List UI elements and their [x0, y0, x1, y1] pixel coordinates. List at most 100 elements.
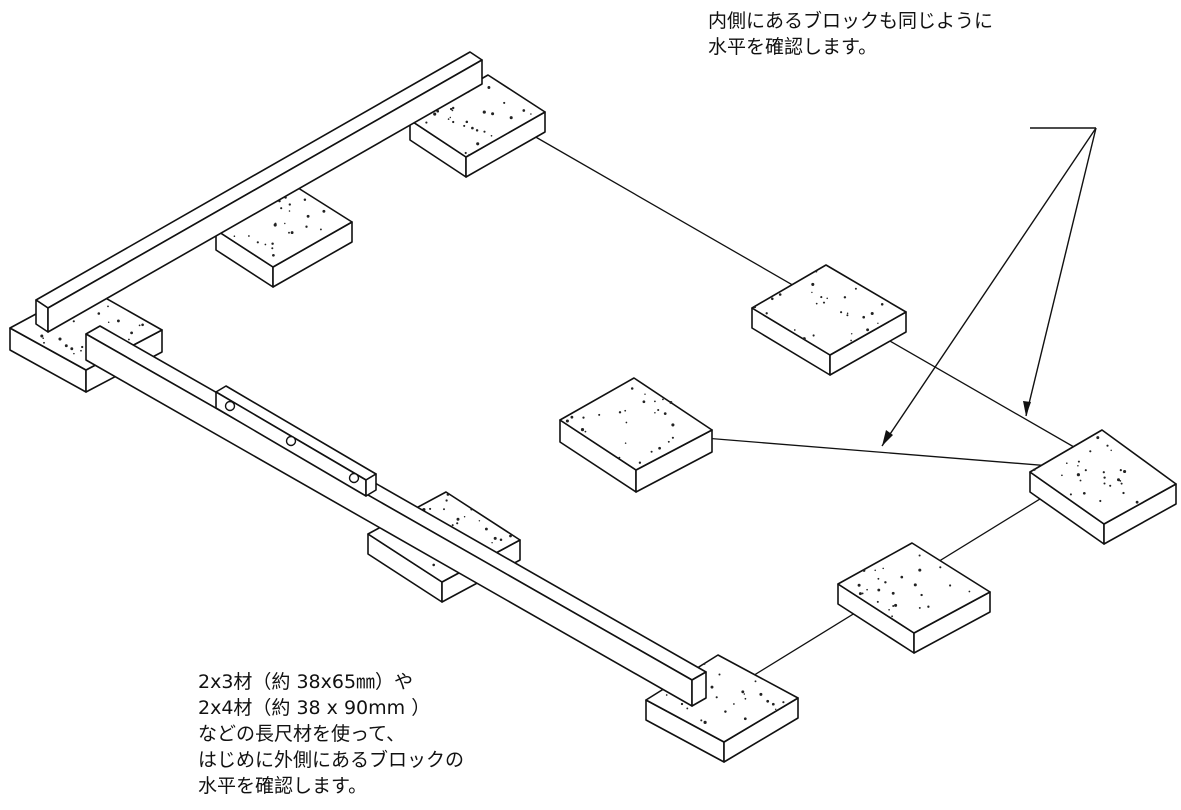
arrowhead-back — [1023, 401, 1031, 416]
long-board-back — [35, 51, 483, 333]
concrete-speck — [1077, 460, 1080, 463]
concrete-speck — [861, 592, 864, 595]
concrete-speck — [451, 109, 454, 112]
concrete-speck — [471, 126, 474, 130]
concrete-speck — [598, 413, 601, 416]
concrete-speck — [1102, 471, 1105, 474]
block-right-front — [837, 542, 991, 654]
concrete-speck — [446, 493, 450, 496]
concrete-speck — [1099, 499, 1102, 503]
concrete-speck — [782, 701, 785, 704]
concrete-speck — [443, 508, 445, 511]
concrete-speck — [815, 270, 818, 273]
concrete-speck — [913, 583, 917, 587]
caption-outer-blocks: 2x3材（約 38x65㎜）や 2x4材（約 38 x 90mm ） などの長尺… — [198, 669, 464, 799]
concrete-speck — [888, 608, 890, 611]
concrete-speck — [584, 430, 587, 433]
concrete-speck — [650, 450, 653, 453]
concrete-speck — [862, 315, 866, 319]
concrete-speck — [743, 693, 746, 695]
concrete-speck — [463, 124, 466, 127]
concrete-speck — [703, 720, 707, 724]
concrete-speck — [686, 707, 689, 710]
concrete-speck — [483, 130, 486, 133]
concrete-speck — [724, 710, 727, 713]
concrete-speck — [618, 456, 621, 459]
concrete-speck — [876, 600, 879, 603]
concrete-speck — [42, 337, 45, 340]
block-right-back — [751, 264, 907, 376]
concrete-speck — [305, 225, 308, 228]
concrete-speck — [846, 312, 849, 315]
concrete-speck — [271, 247, 274, 250]
concrete-speck — [256, 241, 259, 244]
concrete-speck — [624, 442, 627, 444]
concrete-speck — [522, 109, 526, 112]
concrete-speck — [665, 694, 668, 696]
concrete-speck — [73, 352, 75, 355]
concrete-speck — [843, 296, 847, 299]
concrete-speck — [432, 563, 436, 567]
concrete-speck — [445, 499, 448, 502]
concrete-speck — [793, 329, 796, 331]
concrete-speck — [857, 583, 861, 587]
concrete-speck — [820, 296, 823, 299]
concrete-speck — [1120, 482, 1123, 485]
concrete-speck — [680, 702, 684, 706]
block-center — [559, 377, 713, 493]
block-right-corner — [1029, 429, 1177, 545]
caption-outer-line-4: はじめに外側にあるブロックの — [198, 749, 465, 771]
concrete-speck — [530, 113, 532, 115]
concrete-speck — [476, 142, 480, 146]
concrete-speck — [866, 328, 870, 332]
concrete-speck — [669, 400, 673, 404]
concrete-speck — [866, 588, 868, 591]
concrete-speck — [274, 222, 277, 225]
concrete-speck — [493, 536, 497, 540]
concrete-speck — [322, 209, 326, 213]
concrete-speck — [840, 311, 843, 314]
concrete-speck — [465, 120, 469, 124]
concrete-speck — [920, 593, 923, 597]
concrete-speck — [127, 338, 130, 341]
concrete-speck — [580, 428, 585, 432]
concrete-speck — [233, 235, 236, 237]
concrete-speck — [284, 222, 286, 225]
concrete-speck — [703, 663, 706, 665]
concrete-speck — [918, 554, 921, 557]
concrete-speck — [667, 711, 669, 713]
concrete-speck — [765, 312, 768, 315]
concrete-speck — [1117, 478, 1120, 482]
concrete-speck — [625, 421, 628, 424]
concrete-speck — [846, 314, 849, 317]
concrete-speck — [452, 106, 455, 110]
concrete-speck — [754, 680, 757, 683]
concrete-speck — [771, 702, 775, 706]
block-center-top — [559, 377, 713, 471]
concrete-speck — [1089, 450, 1092, 453]
concrete-speck — [1082, 491, 1086, 495]
concrete-speck — [733, 703, 735, 705]
caption-inner-line-1: 内側にあるブロックも同じように — [708, 10, 994, 32]
concrete-speck — [288, 210, 291, 212]
concrete-speck — [107, 321, 110, 324]
concrete-speck — [248, 235, 250, 237]
concrete-speck — [759, 692, 763, 696]
level-vial-right — [348, 472, 360, 484]
concrete-speck — [487, 86, 491, 89]
concrete-speck — [319, 228, 322, 231]
concrete-speck — [891, 615, 893, 618]
concrete-speck — [1119, 469, 1122, 472]
concrete-speck — [822, 301, 826, 304]
concrete-speck — [1079, 479, 1082, 482]
caption-outer-line-5: 水平を確認します。 — [198, 775, 368, 797]
concrete-speck — [939, 566, 942, 569]
concrete-speck — [710, 685, 714, 689]
concrete-speck — [97, 312, 101, 315]
level-vial-left — [224, 400, 236, 412]
concrete-speck — [892, 605, 895, 607]
leader-to-center-string — [881, 127, 1097, 447]
concrete-speck — [58, 337, 62, 341]
concrete-speck — [900, 575, 904, 579]
concrete-speck — [815, 302, 818, 305]
